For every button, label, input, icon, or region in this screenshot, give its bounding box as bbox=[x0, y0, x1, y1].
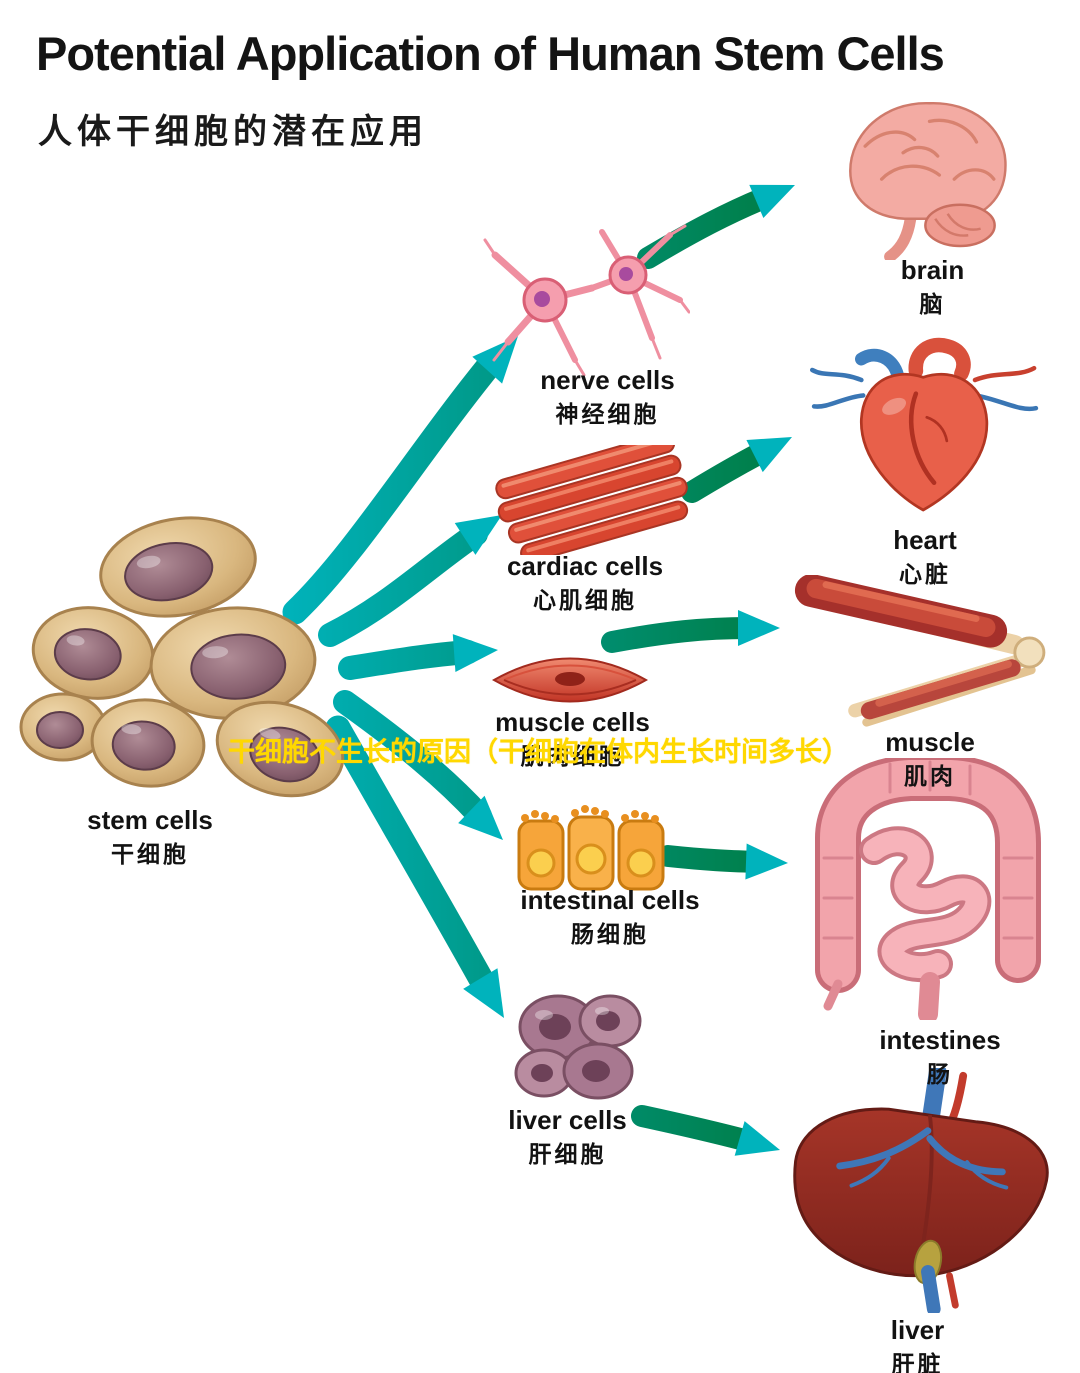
stem-cells-illustration bbox=[19, 516, 345, 798]
muscle-illustration bbox=[794, 575, 1046, 727]
liver-cells-label: liver cells 肝细胞 bbox=[480, 1105, 655, 1167]
arrow-livercells-to-liver bbox=[631, 1105, 780, 1156]
liver-cells-label-zh: 肝细胞 bbox=[528, 1140, 607, 1167]
heart-illustration bbox=[810, 337, 1039, 512]
arrow-musclecells-to-muscle bbox=[601, 610, 780, 653]
cardiac-cells-label: cardiac cells 心肌细胞 bbox=[480, 551, 690, 613]
arrow-stem-to-intestinal bbox=[333, 690, 503, 840]
intestines-label-zh: 肠 bbox=[927, 1060, 953, 1087]
nerve-cells-label: nerve cells 神经细胞 bbox=[500, 365, 715, 427]
liver-label: liver 肝脏 bbox=[845, 1315, 990, 1373]
page-subtitle: 人体干细胞的潜在应用 bbox=[38, 113, 428, 151]
heart-label: heart 心脏 bbox=[850, 525, 1000, 587]
intestinal-cells-illustration bbox=[517, 805, 665, 891]
liver-label-zh: 肝脏 bbox=[891, 1350, 944, 1373]
brain-label-zh: 脑 bbox=[919, 290, 946, 317]
liver-cells-label-en: liver cells bbox=[508, 1105, 627, 1135]
heart-label-zh: 心脏 bbox=[899, 560, 951, 587]
intestinal-cells-label-zh: 肠细胞 bbox=[571, 920, 649, 947]
liver-label-en: liver bbox=[890, 1315, 945, 1345]
intestinal-cells-label: intestinal cells 肠细胞 bbox=[495, 885, 725, 947]
arrow-nerve-to-brain bbox=[637, 184, 795, 269]
arrow-cardiac-to-heart bbox=[681, 437, 792, 503]
muscle-cells-label: muscle cells 肌肉细胞 bbox=[470, 707, 675, 769]
liver-cells-illustration bbox=[514, 994, 642, 1100]
stem-cells-label: stem cells 干细胞 bbox=[40, 805, 260, 867]
cardiac-cells-illustration bbox=[495, 445, 689, 555]
heart-label-en: heart bbox=[893, 525, 957, 555]
brain-label-en: brain bbox=[900, 255, 965, 285]
brain-illustration bbox=[849, 102, 1007, 260]
muscle-cells-label-en: muscle cells bbox=[495, 707, 650, 737]
muscle-cells-illustration bbox=[491, 657, 649, 703]
muscle-cells-label-zh: 肌肉细胞 bbox=[520, 742, 625, 769]
arrow-stem-to-cardiac bbox=[318, 515, 502, 647]
arrow-stem-to-liver bbox=[325, 715, 504, 1018]
arrow-stem-to-muscle bbox=[338, 634, 498, 680]
nerve-cells-label-zh: 神经细胞 bbox=[555, 400, 660, 427]
nerve-cells-label-en: nerve cells bbox=[540, 365, 675, 395]
intestines-label: intestines 肠 bbox=[855, 1025, 1025, 1087]
arrow-intestinalcells-to-intestines bbox=[657, 843, 788, 880]
intestines-illustration bbox=[815, 758, 1041, 1020]
brain-label: brain 脑 bbox=[860, 255, 1005, 317]
liver-illustration bbox=[793, 1068, 1049, 1313]
intestines-label-en: intestines bbox=[879, 1025, 1001, 1055]
watermark-text: 干细胞不生长的原因（干细胞在体内生长时间多长） bbox=[228, 737, 849, 767]
intestinal-cells-label-en: intestinal cells bbox=[520, 885, 700, 915]
cardiac-cells-label-en: cardiac cells bbox=[506, 551, 664, 581]
muscle-label-zh: 肌肉 bbox=[904, 762, 956, 789]
page-title: Potential Application of Human Stem Cell… bbox=[36, 27, 945, 80]
muscle-label: muscle 肌肉 bbox=[855, 727, 1005, 789]
muscle-label-en: muscle bbox=[885, 727, 975, 757]
cardiac-cells-label-zh: 心肌细胞 bbox=[533, 586, 637, 613]
nerve-cells-illustration bbox=[483, 224, 690, 377]
stem-cells-label-zh: 干细胞 bbox=[111, 840, 189, 867]
stem-cells-label-en: stem cells bbox=[87, 805, 213, 835]
